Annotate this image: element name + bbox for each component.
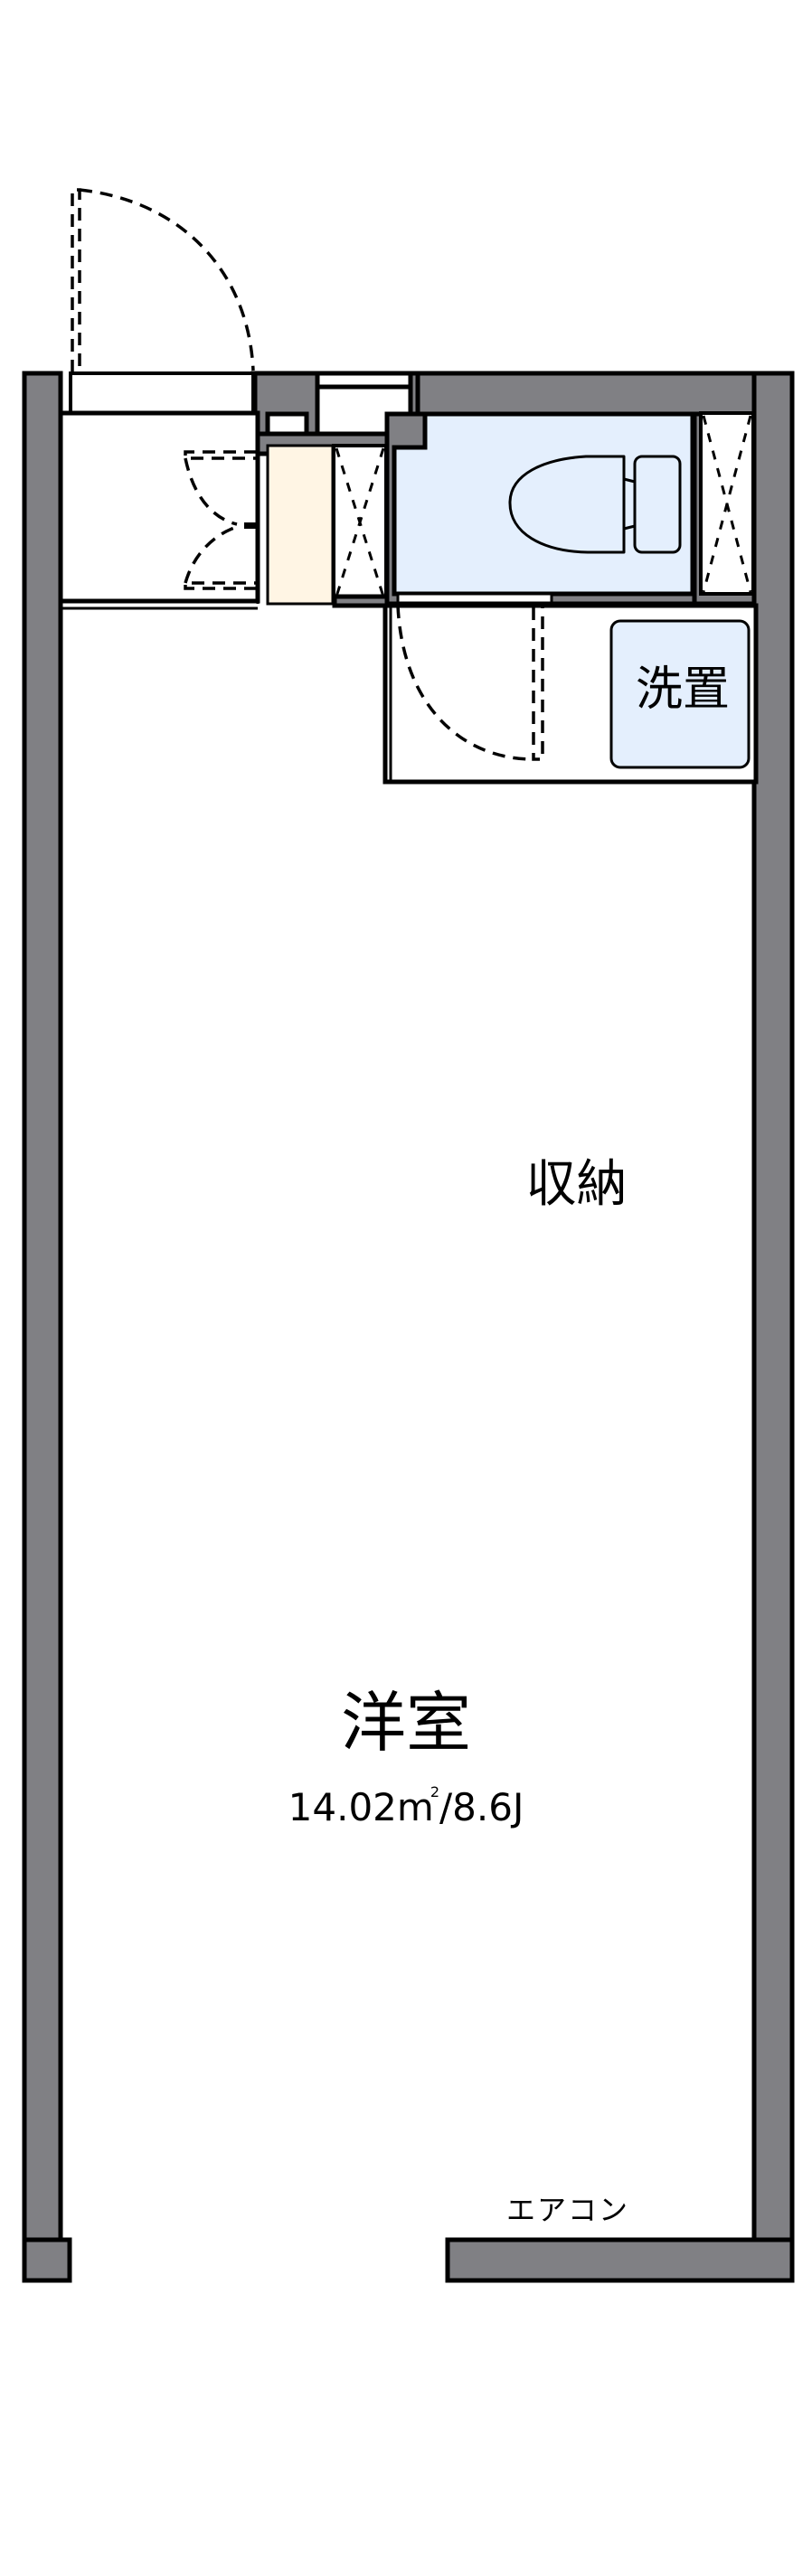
entry-hall bbox=[58, 188, 260, 610]
western-room-label: 洋室 bbox=[340, 1685, 471, 1761]
wash-door-swing bbox=[396, 605, 544, 761]
closet-left bbox=[332, 444, 388, 601]
room-size-suffix: /8.6J bbox=[439, 1785, 524, 1829]
entrance-opening bbox=[69, 371, 255, 415]
toilet-icon bbox=[508, 455, 626, 554]
storage-label: 収納 bbox=[525, 1155, 628, 1214]
toilet-room bbox=[384, 411, 701, 606]
room-size-sup: 2 bbox=[430, 1783, 439, 1800]
shoe-cabinet bbox=[266, 444, 335, 606]
shoe-cabinet-doors bbox=[184, 450, 257, 590]
closet-right bbox=[692, 411, 757, 606]
washer-space-label: 洗置 bbox=[635, 663, 730, 717]
washer-space bbox=[609, 619, 751, 769]
wash-corridor bbox=[382, 603, 759, 785]
western-room-size: 14.02m2/8.6J bbox=[0, 1785, 812, 1827]
entrance-door-swing bbox=[71, 188, 255, 372]
room-size-value: 14.02m bbox=[288, 1785, 434, 1829]
air-conditioner-label: エアコン bbox=[505, 2193, 629, 2227]
